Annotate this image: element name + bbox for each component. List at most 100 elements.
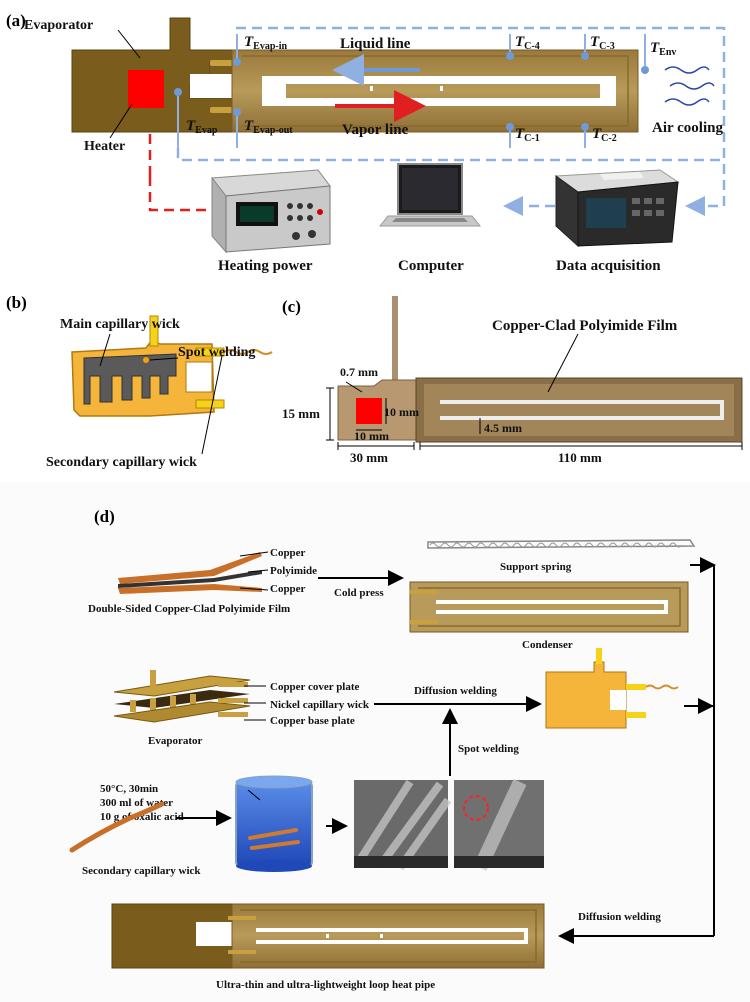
heating-power-device bbox=[211, 169, 331, 254]
heater-pointer bbox=[109, 103, 133, 139]
sensor-dots bbox=[174, 52, 649, 131]
support-dot bbox=[370, 86, 373, 91]
panel-b-tag: (b) bbox=[6, 293, 27, 312]
label-evaporator-d: Evaporator bbox=[148, 735, 203, 747]
support-dot bbox=[440, 86, 443, 91]
sensor-c4-dot bbox=[506, 52, 514, 60]
computer-device bbox=[378, 163, 482, 227]
label-spot-welding: Spot welding bbox=[178, 345, 255, 360]
secondary-wick-pointer bbox=[201, 355, 223, 455]
label-vapor-line: Vapor line bbox=[342, 122, 409, 138]
label-evaporator: Evaporator bbox=[24, 18, 93, 33]
label-data-acquisition: Data acquisition bbox=[556, 258, 661, 274]
condenser-channel-bottom-d bbox=[436, 610, 668, 614]
sensor-leads bbox=[177, 34, 646, 148]
label-diffusion-welding-2: Diffusion welding bbox=[578, 911, 661, 923]
panel-d-tag: (d) bbox=[94, 507, 115, 526]
sensor-evap-in-dot bbox=[233, 58, 241, 66]
label-t-env: TEnv bbox=[650, 40, 676, 58]
fill-tube-c bbox=[392, 296, 398, 386]
condenser-drawing-inner bbox=[418, 587, 681, 627]
evaporator-exploded-drawing bbox=[113, 670, 251, 723]
label-heater: Heater bbox=[84, 139, 125, 154]
liquid-channel bbox=[262, 76, 616, 84]
evaporator-assembled-tube-bottom bbox=[626, 712, 646, 718]
evaporator-assembled-wick bbox=[645, 684, 679, 690]
channel-c-top bbox=[440, 400, 724, 404]
panel-c-tag: (c) bbox=[282, 297, 301, 316]
label-t-c3: TC-3 bbox=[590, 34, 615, 52]
dimension-lines-c bbox=[326, 381, 743, 450]
label-t-evap-out: TEvap-out bbox=[244, 118, 293, 136]
weld-highlight-circle bbox=[463, 795, 489, 821]
support-spring-drawing bbox=[427, 539, 696, 549]
evaporator-slot-b bbox=[185, 361, 213, 393]
label-t-c4: TC-4 bbox=[515, 34, 540, 52]
panel-c: (c) Copper-Clad Polyimide Film 0.7 mm 15… bbox=[282, 296, 743, 465]
pointer-copper-bottom bbox=[239, 587, 269, 591]
sensor-c2-dot bbox=[581, 123, 589, 131]
beaker-drawing bbox=[235, 775, 313, 872]
sensor-c3-dot bbox=[581, 52, 589, 60]
condenser-film bbox=[231, 49, 639, 133]
label-t-evap-in: TEvap-in bbox=[244, 34, 288, 52]
label-copper-top: Copper bbox=[270, 547, 306, 559]
tube-bottom-b bbox=[195, 399, 225, 409]
evaporator-slot bbox=[190, 74, 232, 98]
condenser-photo-inner bbox=[424, 384, 734, 436]
dim-10mm-vertical: 10 mm bbox=[384, 405, 419, 419]
evaporator-assembled-d bbox=[545, 661, 627, 729]
label-base-plate: Copper base plate bbox=[270, 715, 355, 727]
dim-110mm: 110 mm bbox=[558, 450, 602, 465]
label-nickel-wick: Nickel capillary wick bbox=[270, 699, 370, 711]
label-cold-press: Cold press bbox=[334, 587, 384, 599]
spot-weld-dot bbox=[143, 357, 149, 363]
spring-coil bbox=[429, 542, 683, 548]
channel-c-bottom bbox=[440, 416, 724, 420]
sem-image-1 bbox=[354, 779, 452, 871]
condenser-drawing-d bbox=[409, 581, 689, 633]
pointer-copper-top bbox=[239, 551, 269, 557]
condenser-channel-end-d bbox=[664, 600, 668, 614]
sensor-evap-out-dot bbox=[233, 108, 241, 116]
label-film-caption: Double-Sided Copper-Clad Polyimide Film bbox=[88, 603, 290, 615]
dim-0-7mm: 0.7 mm bbox=[340, 365, 378, 379]
heater-block bbox=[128, 70, 164, 108]
power-dashed-line bbox=[148, 176, 212, 212]
channel-turn bbox=[262, 84, 286, 98]
channel-c-end bbox=[720, 400, 724, 420]
label-cond-1: 50°C, 30min bbox=[100, 783, 158, 795]
sensor-evap-dot bbox=[174, 88, 182, 96]
data-acquisition-device bbox=[554, 169, 680, 248]
dim-10mm-horizontal: 10 mm bbox=[354, 429, 389, 443]
evaporator-assembled-slot bbox=[610, 690, 626, 710]
label-final-caption: Ultra-thin and ultra-lightweight loop he… bbox=[216, 979, 435, 991]
evaporator-assembled-tube-top bbox=[626, 684, 646, 690]
sem-image-2 bbox=[454, 779, 544, 871]
panel-b: (b) Main capillary wick Spot welding Sec… bbox=[6, 293, 273, 470]
condenser-tube-bottom-d bbox=[410, 620, 438, 624]
heater-c bbox=[356, 398, 382, 424]
spot-welding-pointer bbox=[149, 357, 179, 361]
label-cover-plate: Copper cover plate bbox=[270, 681, 360, 693]
label-main-wick: Main capillary wick bbox=[60, 317, 180, 332]
condenser-inner-edge bbox=[242, 55, 629, 127]
label-polyimide: Polyimide bbox=[270, 565, 317, 577]
main-wick-shape bbox=[83, 353, 177, 405]
sensor-c1-dot bbox=[506, 123, 514, 131]
pointer-polyimide bbox=[247, 569, 269, 573]
final-heat-pipe bbox=[111, 903, 545, 969]
label-diffusion-welding-1: Diffusion welding bbox=[414, 685, 497, 697]
label-heating-power: Heating power bbox=[218, 258, 313, 274]
main-wick-pointer bbox=[99, 333, 111, 367]
label-liquid-line: Liquid line bbox=[340, 36, 411, 52]
panel-a-tag: (a) bbox=[6, 11, 26, 30]
sensor-env-dot bbox=[641, 66, 649, 74]
air-cooling-waves bbox=[664, 66, 715, 106]
label-condenser: Condenser bbox=[522, 639, 573, 651]
label-t-c2: TC-2 bbox=[592, 126, 617, 144]
dashed-signal-loop bbox=[176, 26, 726, 216]
dim-15mm: 15 mm bbox=[282, 406, 320, 421]
label-copper-bottom: Copper bbox=[270, 583, 306, 595]
